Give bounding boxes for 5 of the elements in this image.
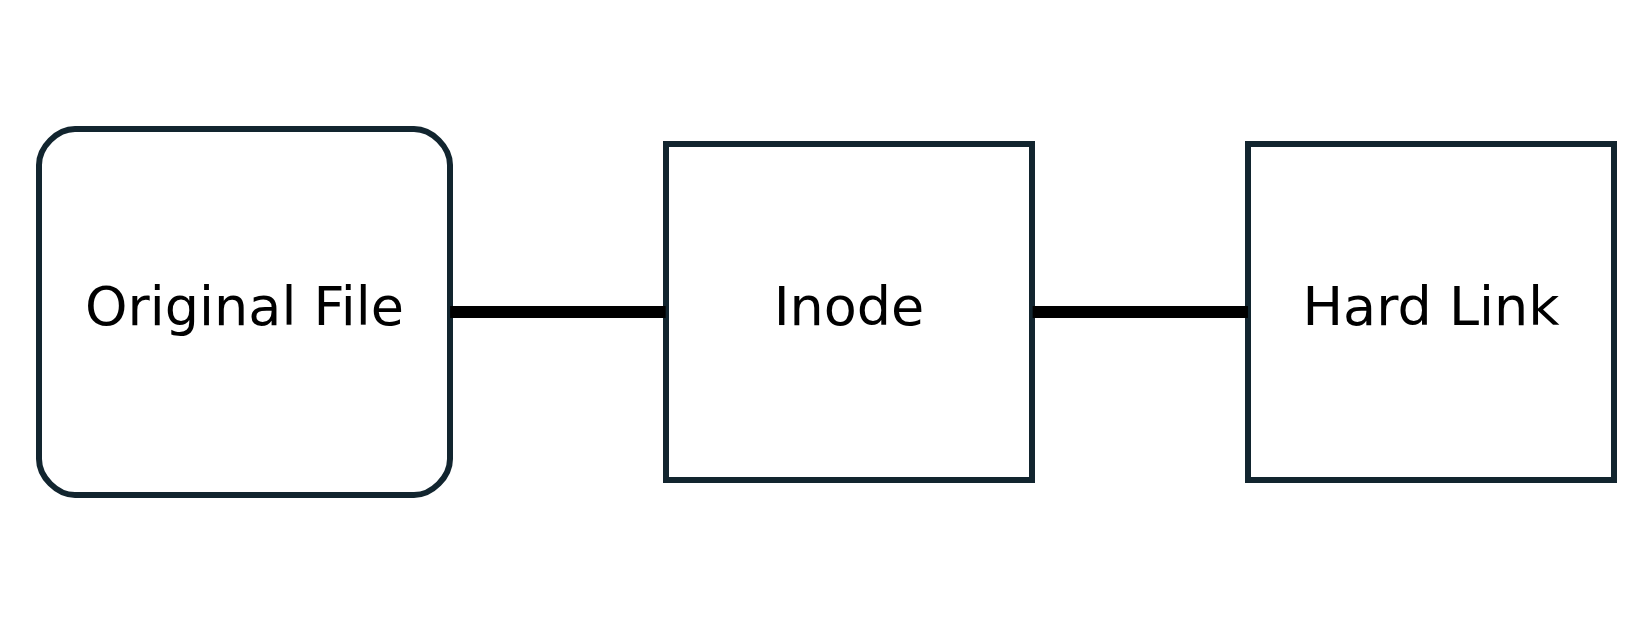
node-box: Original File bbox=[35, 126, 453, 498]
node-box: Hard Link bbox=[1244, 141, 1617, 483]
node-box: Inode bbox=[662, 141, 1035, 483]
connector bbox=[1032, 306, 1248, 318]
connector bbox=[449, 306, 666, 318]
